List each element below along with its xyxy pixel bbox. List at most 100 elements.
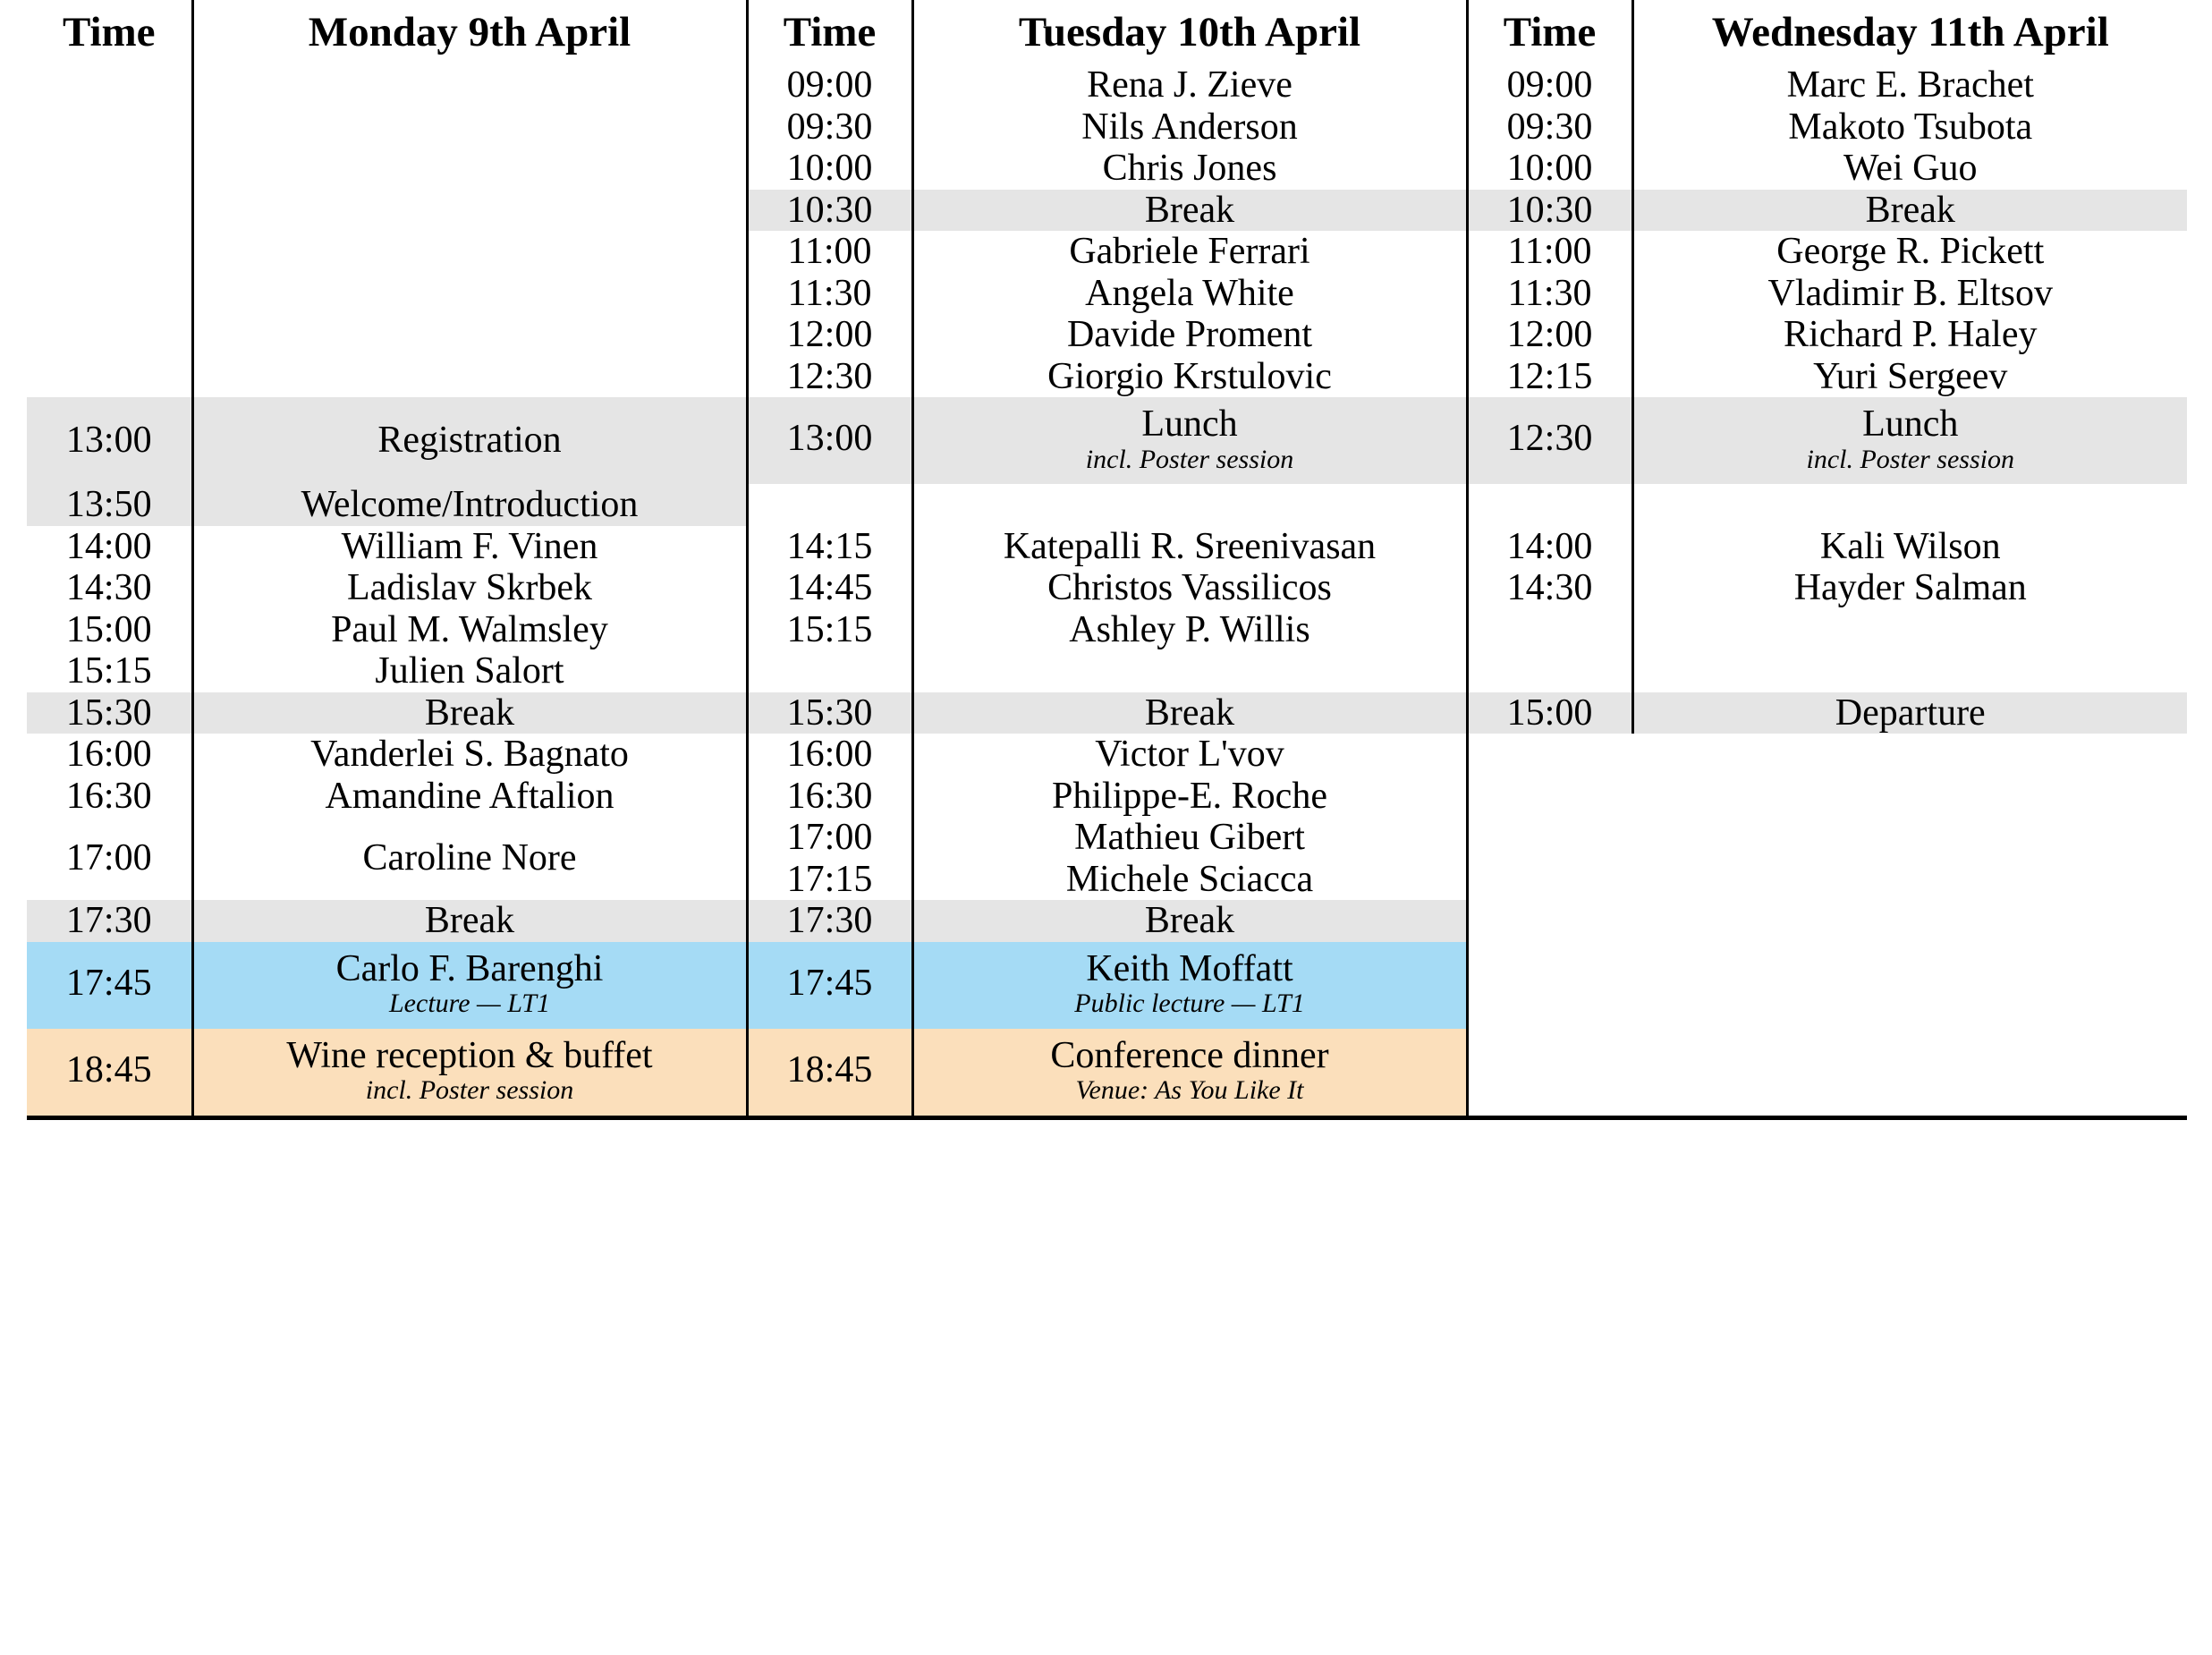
event-cell-tuesday: Break	[911, 692, 1469, 734]
time-cell-monday	[27, 64, 192, 106]
time-cell-wednesday	[1467, 650, 1632, 692]
time-cell-tuesday: 17:15	[786, 858, 873, 900]
event-title: Wine reception & buffet	[286, 1034, 653, 1076]
event-cell-monday: Paul M. Walmsley	[191, 608, 749, 650]
event-cell-monday: Vanderlei S. Bagnato	[191, 734, 749, 776]
time-cell-tuesday: 14:45	[786, 567, 873, 608]
event-cell-wednesday	[1631, 650, 2187, 692]
event-cell-tuesday: Gabriele Ferrari	[911, 231, 1469, 273]
time-cell-monday	[27, 148, 192, 190]
event-cell-wednesday	[1632, 817, 2187, 859]
event-cell-tuesday: Nils Anderson	[911, 106, 1469, 148]
event-cell-monday: Amandine Aftalion	[191, 775, 749, 817]
time-cell-monday	[27, 273, 192, 315]
time-cell-wednesday: 14:30	[1506, 567, 1593, 608]
event-cell-monday: Caroline Nore	[191, 817, 749, 900]
event-cell-monday: William F. Vinen	[191, 525, 749, 567]
time-cell-tuesday: 15:15	[786, 608, 873, 650]
event-cell-monday	[191, 64, 749, 106]
time-cell-wednesday: 11:00	[1507, 231, 1592, 272]
event-title: Lunch	[1862, 403, 1959, 446]
conference-schedule-table: Time Monday 9th April Time Tuesday 10th …	[27, 0, 2187, 1120]
time-cell-tuesday: 15:30	[747, 692, 912, 734]
event-cell-monday	[191, 189, 749, 231]
event-cell-monday	[191, 148, 749, 190]
event-cell-wednesday: Hayder Salman	[1631, 567, 2187, 609]
time-cell-wednesday: 12:15	[1506, 355, 1593, 397]
event-cell-tuesday: Angela White	[911, 272, 1469, 314]
event-cell-wednesday	[1632, 942, 2187, 1029]
event-cell-tuesday: Break	[911, 189, 1469, 231]
time-cell-monday: 15:30	[27, 692, 192, 734]
time-cell-wednesday	[1467, 859, 1632, 901]
table-header-row: Time Monday 9th April Time Tuesday 10th …	[27, 0, 2187, 64]
event-cell-monday: Julien Salort	[191, 650, 749, 692]
time-cell-monday	[27, 106, 192, 149]
time-cell-tuesday: 16:00	[786, 734, 873, 775]
time-cell-monday: 13:00	[27, 397, 192, 484]
event-cell-tuesday: Katepalli R. Sreenivasan	[911, 525, 1469, 567]
header-time-monday: Time	[62, 9, 156, 55]
event-cell-wednesday	[1632, 859, 2187, 901]
header-day-tuesday: Tuesday 10th April	[911, 0, 1469, 64]
header-time-tuesday: Time	[783, 9, 877, 55]
time-cell-wednesday	[1467, 776, 1632, 818]
event-cell-wednesday	[1632, 734, 2187, 776]
time-cell-wednesday	[1467, 734, 1632, 776]
time-cell-tuesday: 11:00	[787, 231, 872, 272]
event-cell-monday	[191, 355, 749, 397]
event-cell-wednesday: Kali Wilson	[1631, 525, 2187, 567]
time-cell-wednesday	[1467, 609, 1632, 651]
time-cell-tuesday: 17:30	[747, 900, 912, 942]
time-cell-tuesday	[747, 484, 912, 526]
time-cell-monday: 14:00	[65, 525, 152, 567]
time-cell-wednesday: 10:30	[1467, 189, 1632, 231]
event-cell-tuesday	[911, 484, 1469, 526]
event-cell-monday: Break	[191, 900, 749, 942]
time-cell-wednesday: 09:30	[1506, 106, 1593, 148]
time-cell-wednesday: 15:00	[1467, 692, 1632, 734]
time-cell-monday	[27, 314, 192, 356]
event-cell-tuesday: Philippe-E. Roche	[911, 775, 1469, 817]
time-cell-wednesday: 10:00	[1506, 148, 1593, 189]
time-cell-wednesday	[1467, 900, 1632, 942]
time-cell-tuesday: 18:45	[747, 1028, 912, 1120]
time-cell-wednesday	[1467, 1028, 1632, 1120]
event-cell-wednesday	[1631, 608, 2187, 650]
time-cell-wednesday	[1467, 817, 1632, 859]
time-cell-monday	[27, 231, 192, 273]
event-cell-wednesday: George R. Pickett	[1631, 231, 2187, 273]
time-cell-tuesday: 10:00	[786, 148, 873, 189]
event-subtitle: Public lecture — LT1	[1074, 989, 1305, 1019]
event-title: Conference dinner	[1050, 1034, 1329, 1076]
time-cell-wednesday	[1467, 484, 1632, 526]
event-subtitle: incl. Poster session	[365, 1075, 574, 1106]
time-cell-tuesday: 11:30	[787, 272, 872, 314]
event-cell-wednesday	[1631, 484, 2187, 526]
event-subtitle: Venue: As You Like It	[1075, 1075, 1304, 1106]
event-cell-monday: Welcome/Introduction	[191, 484, 749, 526]
event-cell-monday: Ladislav Skrbek	[191, 567, 749, 609]
event-cell-wednesday: Richard P. Haley	[1631, 314, 2187, 356]
event-cell-monday: Registration	[191, 397, 749, 484]
time-cell-monday: 18:45	[27, 1028, 192, 1120]
time-cell-tuesday: 12:30	[786, 355, 873, 397]
time-cell-monday: 14:30	[65, 567, 152, 608]
